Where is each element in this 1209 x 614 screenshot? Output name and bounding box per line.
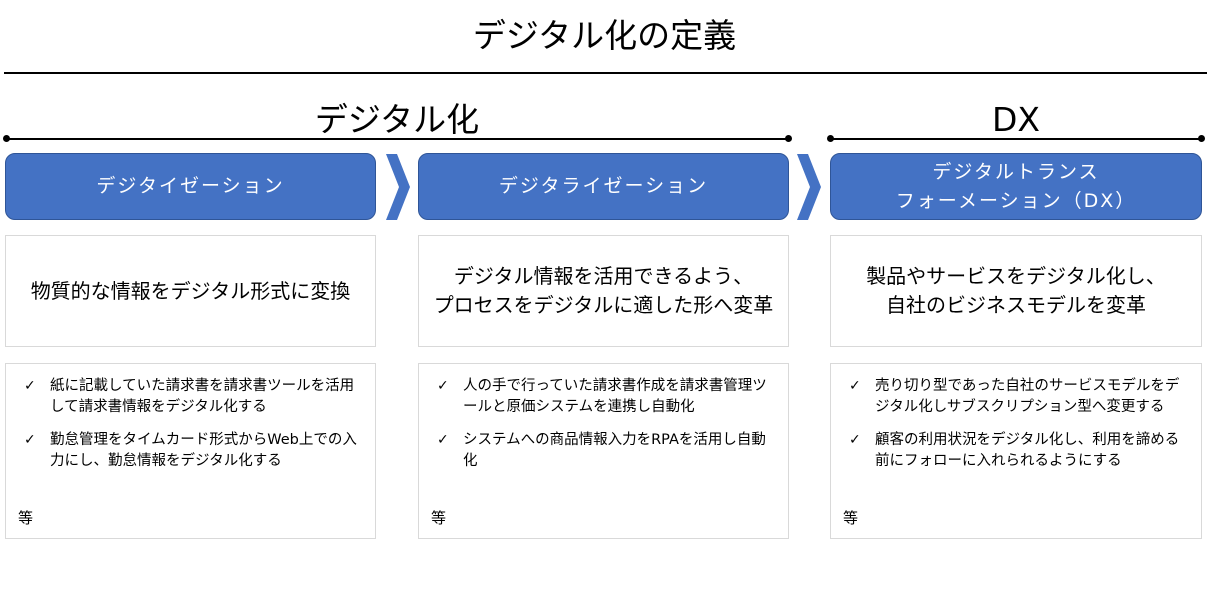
stage-box-digitization: デジタイゼーション (5, 153, 376, 220)
example-text: 勤怠管理をタイムカード形式からWeb上での入力にし、勤怠情報をデジタル化する (50, 432, 357, 469)
summary-line: 自社のビジネスモデルを変革 (886, 293, 1146, 317)
stage-label: デジタライゼーション (498, 175, 709, 197)
stage-box-digitalization: デジタライゼーション (418, 153, 789, 220)
examples-box-digitalization: ✓ 人の手で行っていた請求書作成を請求書管理ツールと原価システムを連携し自動化 … (418, 363, 789, 539)
example-text: 紙に記載していた請求書を請求書ツールを活用して請求書情報をデジタル化する (50, 378, 355, 415)
example-text: 売り切り型であった自社のサービスモデルをデジタル化しサブスクリプション型へ変更す… (875, 378, 1180, 415)
bracket-end-dot (3, 135, 10, 142)
summary-line: プロセスをデジタルに適した形へ変革 (433, 293, 774, 317)
list-item: ✓ システムへの商品情報入力をRPAを活用し自動化 (431, 430, 776, 472)
example-text: 顧客の利用状況をデジタル化し、利用を諦める前にフォローに入れられるようにする (875, 432, 1180, 469)
summary-text: 物質的な情報をデジタル形式に変換 (30, 278, 351, 303)
examples-box-digitization: ✓ 紙に記載していた請求書を請求書ツールを活用して請求書情報をデジタル化する ✓… (5, 363, 376, 539)
summary-line: デジタル情報を活用できるよう、 (453, 264, 754, 288)
group-label-digitalization: デジタル化 (314, 100, 480, 139)
list-item: ✓ 顧客の利用状況をデジタル化し、利用を諦める前にフォローに入れられるようにする (843, 430, 1189, 472)
list-item: ✓ 売り切り型であった自社のサービスモデルをデジタル化しサブスクリプション型へ変… (843, 376, 1189, 418)
check-mark-icon: ✓ (437, 378, 449, 394)
chevron-right-icon (386, 154, 410, 220)
summary-line: 製品やサービスをデジタル化し、 (866, 264, 1166, 288)
etc-label: 等 (431, 509, 447, 527)
bracket-end-dot (1198, 135, 1205, 142)
check-mark-icon: ✓ (24, 378, 36, 394)
group-bracket-dx (830, 138, 1201, 140)
group-bracket-digitalization (6, 138, 788, 140)
examples-box-dx: ✓ 売り切り型であった自社のサービスモデルをデジタル化しサブスクリプション型へ変… (830, 363, 1202, 539)
page-title: デジタル化の定義 (472, 16, 737, 55)
etc-label: 等 (843, 509, 859, 527)
group-label-dx: DX (991, 100, 1041, 139)
etc-label: 等 (18, 509, 34, 527)
check-mark-icon: ✓ (437, 432, 449, 448)
summary-box-dx: 製品やサービスをデジタル化し、 自社のビジネスモデルを変革 (830, 235, 1202, 347)
list-item: ✓ 人の手で行っていた請求書作成を請求書管理ツールと原価システムを連携し自動化 (431, 376, 776, 418)
bracket-end-dot (827, 135, 834, 142)
list-item: ✓ 紙に記載していた請求書を請求書ツールを活用して請求書情報をデジタル化する (18, 376, 363, 418)
stage-label-line: デジタルトランス (932, 160, 1100, 183)
summary-box-digitalization: デジタル情報を活用できるよう、 プロセスをデジタルに適した形へ変革 (418, 235, 789, 347)
summary-box-digitization: 物質的な情報をデジタル形式に変換 (5, 235, 376, 347)
stage-label: デジタイゼーション (96, 175, 285, 197)
list-item: ✓ 勤怠管理をタイムカード形式からWeb上での入力にし、勤怠情報をデジタル化する (18, 430, 363, 472)
check-mark-icon: ✓ (849, 432, 861, 448)
stage-box-dx: デジタルトランス フォーメーション（DX） (830, 153, 1202, 220)
example-text: システムへの商品情報入力をRPAを活用し自動化 (463, 432, 766, 469)
stage-label-line: フォーメーション（DX） (895, 189, 1137, 212)
check-mark-icon: ✓ (24, 432, 36, 448)
title-divider (4, 72, 1207, 74)
example-text: 人の手で行っていた請求書作成を請求書管理ツールと原価システムを連携し自動化 (463, 378, 767, 415)
check-mark-icon: ✓ (849, 378, 861, 394)
chevron-right-icon (797, 154, 821, 220)
bracket-end-dot (785, 135, 792, 142)
